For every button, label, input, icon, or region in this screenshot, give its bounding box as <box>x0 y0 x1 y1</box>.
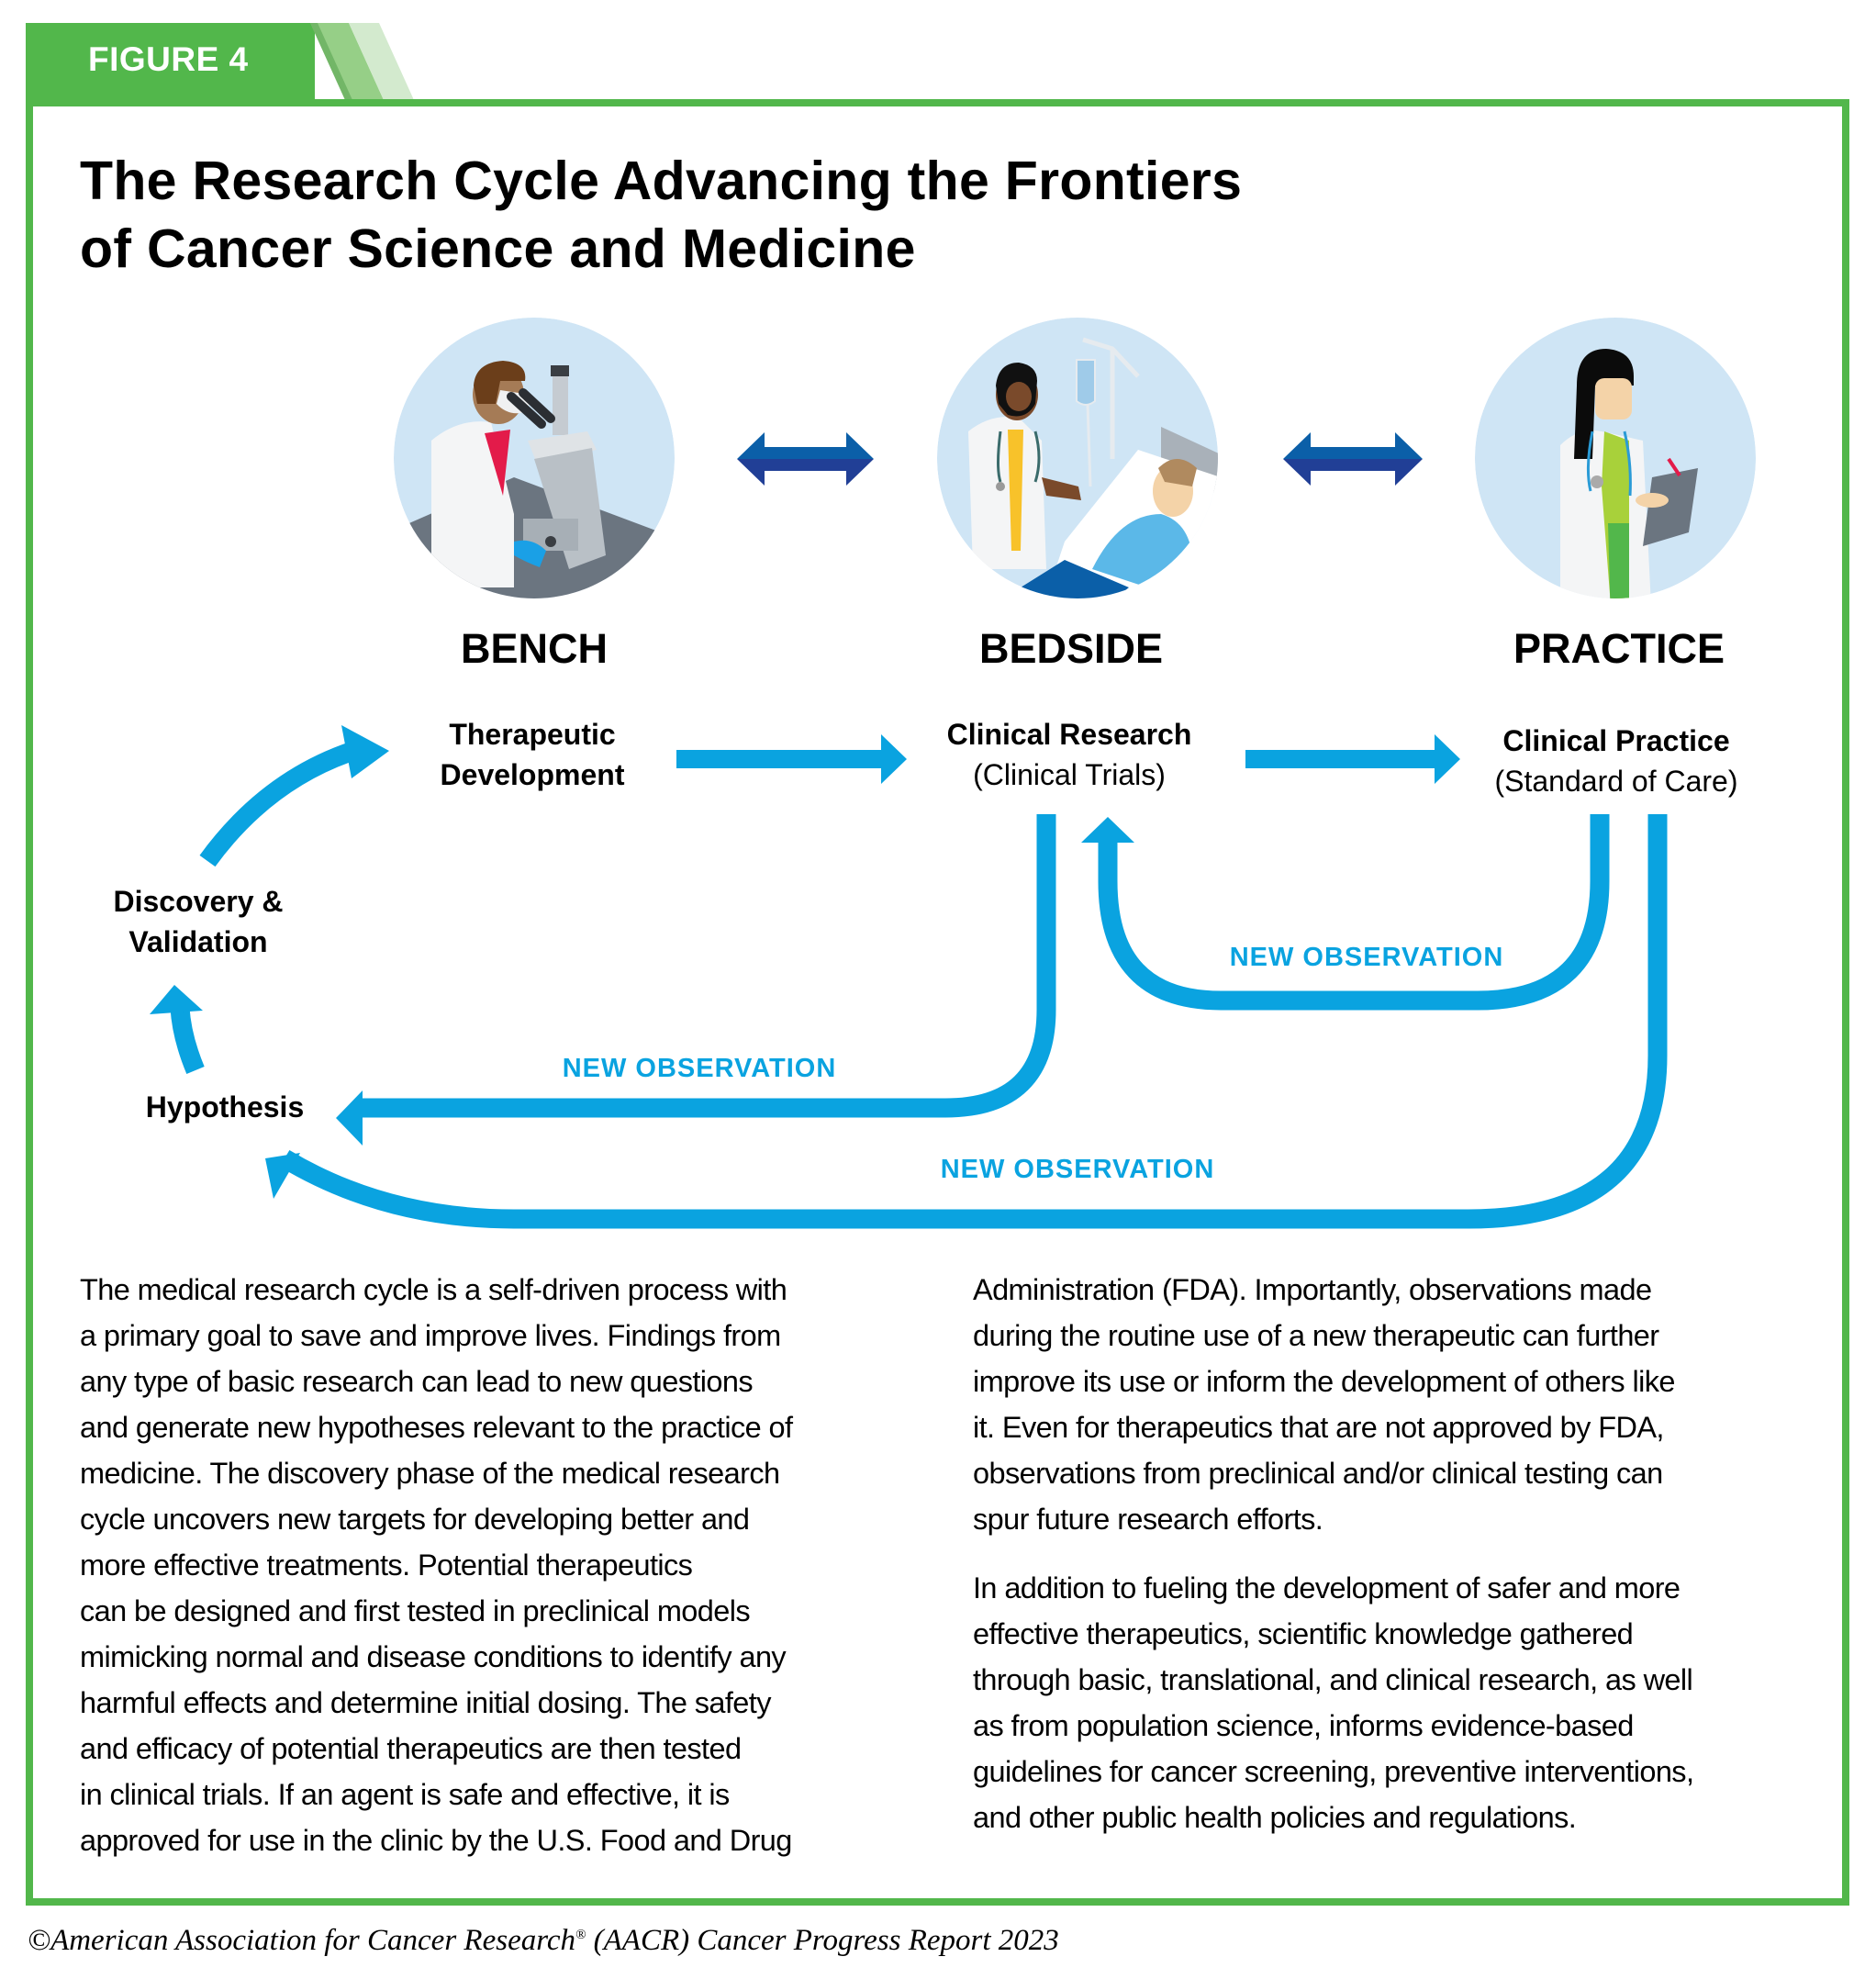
node-therapeutic-line2: Development <box>441 758 625 791</box>
node-clinical-research-subtitle: (Clinical Trials) <box>973 758 1166 791</box>
body-text-line: effective therapeutics, scientific knowl… <box>973 1617 1634 1650</box>
body-text-line: approved for use in the clinic by the U.… <box>80 1824 792 1857</box>
body-text-line: mimicking normal and disease conditions … <box>80 1640 787 1673</box>
body-text-line: during the routine use of a new therapeu… <box>973 1319 1659 1352</box>
observation-label-practice-loop: NEW OBSERVATION <box>1230 943 1504 972</box>
body-text-line: any type of basic research can lead to n… <box>80 1365 754 1398</box>
footer-suffix: (AACR) Cancer Progress Report 2023 <box>586 1924 1059 1957</box>
observation-label-outer-loop: NEW OBSERVATION <box>941 1155 1215 1184</box>
body-text-line: The medical research cycle is a self-dri… <box>80 1273 787 1306</box>
body-text-line: spur future research efforts. <box>973 1503 1323 1536</box>
node-clinical-research: Clinical Research <box>947 718 1192 751</box>
arrowhead-therapeutic <box>341 725 389 778</box>
node-discovery-line1: Discovery & <box>114 885 284 918</box>
arrowhead-hypothesis-upper <box>336 1090 363 1146</box>
title-line-2: of Cancer Science and Medicine <box>80 218 916 279</box>
arrow-discovery-to-therapeutic <box>199 742 357 867</box>
figure-tab <box>26 23 414 100</box>
node-hypothesis: Hypothesis <box>146 1090 304 1124</box>
body-text-line: more effective treatments. Potential the… <box>80 1549 693 1582</box>
body-text-line: as from population science, informs evid… <box>973 1709 1634 1742</box>
body-paragraph-3: In addition to fueling the development o… <box>973 1565 1694 1840</box>
figure-frame <box>26 99 1849 1906</box>
stage-label-bench: BENCH <box>461 625 608 672</box>
body-text-line: can be designed and first tested in prec… <box>80 1594 751 1627</box>
stage-label-bedside: BEDSIDE <box>979 625 1163 672</box>
arrow-practice-to-hypothesis <box>279 814 1668 1229</box>
body-text-line: medicine. The discovery phase of the med… <box>80 1457 780 1490</box>
arrowhead-hypothesis-lower <box>265 1153 300 1199</box>
body-paragraph-2: Administration (FDA). Importantly, obser… <box>973 1267 1693 1542</box>
bench-bedside-double-arrow <box>737 432 874 486</box>
arrowhead-clinical-research <box>1081 817 1134 843</box>
body-text-line: and generate new hypotheses relevant to … <box>80 1411 793 1444</box>
figure-title: The Research Cycle Advancing the Frontie… <box>80 147 1242 283</box>
stage-label-practice: PRACTICE <box>1513 625 1725 672</box>
arrow-clinical-research-to-hypothesis <box>360 814 1056 1118</box>
registered-mark: ® <box>575 1928 586 1942</box>
body-column-left: The medical research cycle is a self-dri… <box>80 1267 793 1863</box>
bench-illustration <box>394 318 675 598</box>
practice-illustration <box>1475 318 1756 598</box>
body-text-line: improve its use or inform the developmen… <box>973 1365 1675 1398</box>
body-text-line: observations from preclinical and/or cli… <box>973 1457 1663 1490</box>
body-text-line: and efficacy of potential therapeutics a… <box>80 1732 742 1765</box>
body-column-right: Administration (FDA). Importantly, obser… <box>973 1267 1694 1840</box>
body-text-line: it. Even for therapeutics that are not a… <box>973 1411 1664 1444</box>
body-text-line: guidelines for cancer screening, prevent… <box>973 1755 1694 1788</box>
body-text-line: harmful effects and determine initial do… <box>80 1686 771 1719</box>
figure-label: FIGURE 4 <box>88 40 249 78</box>
body-text-line: through basic, translational, and clinic… <box>973 1663 1693 1696</box>
node-discovery-line2: Validation <box>128 925 267 958</box>
bedside-practice-double-arrow <box>1283 432 1423 486</box>
body-text-line: Administration (FDA). Importantly, obser… <box>973 1273 1652 1306</box>
arrow-therapeutic-to-clinical-research <box>676 734 907 784</box>
title-line-1: The Research Cycle Advancing the Frontie… <box>80 151 1243 211</box>
arrow-clinical-research-to-clinical-practice <box>1245 734 1460 784</box>
arrowhead-discovery <box>150 985 203 1014</box>
arrow-hypothesis-to-discovery <box>170 1007 205 1075</box>
arrow-practice-to-clinical-research <box>1098 814 1610 1011</box>
node-clinical-practice-subtitle: (Standard of Care) <box>1494 765 1737 798</box>
observation-label-clinical-loop: NEW OBSERVATION <box>563 1054 837 1083</box>
node-therapeutic-line1: Therapeutic <box>449 718 615 751</box>
footer-prefix: ©American Association for Cancer Researc… <box>28 1924 575 1957</box>
body-text-line: cycle uncovers new targets for developin… <box>80 1503 750 1536</box>
body-text-line: In addition to fueling the development o… <box>973 1571 1681 1604</box>
research-cycle-diagram: BENCH BEDSIDE PRACTICE Therapeutic Devel… <box>114 318 1756 1229</box>
copyright-footer: ©American Association for Cancer Researc… <box>28 1924 1059 1958</box>
body-text-line: in clinical trials. If an agent is safe … <box>80 1778 730 1811</box>
body-text-line: and other public health policies and reg… <box>973 1801 1577 1834</box>
node-clinical-practice: Clinical Practice <box>1502 724 1729 757</box>
bedside-illustration <box>937 318 1218 598</box>
body-text-line: a primary goal to save and improve lives… <box>80 1319 781 1352</box>
